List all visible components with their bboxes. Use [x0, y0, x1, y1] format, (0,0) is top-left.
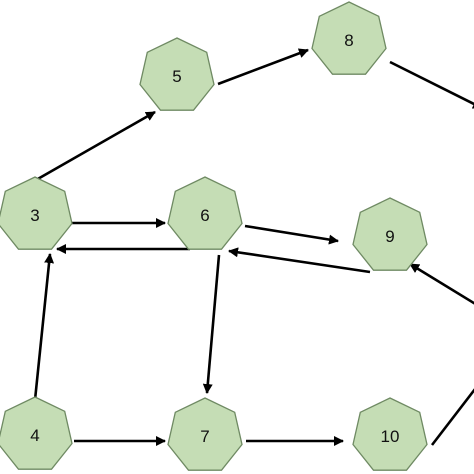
edge-offscreen-to-9	[409, 262, 474, 305]
node-6: 6	[167, 176, 243, 250]
node-7-heptagon	[167, 397, 243, 471]
node-10: 10	[352, 397, 428, 471]
edge-10-offscreen	[430, 388, 474, 446]
edge-4-to-3	[33, 253, 55, 401]
node-8: 8	[311, 1, 387, 75]
node-8-label: 8	[344, 31, 353, 50]
edge-3-to-5	[35, 110, 156, 182]
edge-8-offscreen	[389, 60, 474, 109]
edge-5-to-8	[217, 48, 309, 86]
node-3-label: 3	[30, 206, 39, 225]
node-4-label: 4	[30, 426, 39, 445]
node-3-heptagon	[0, 176, 73, 250]
node-4: 4	[0, 396, 73, 470]
node-5-label: 5	[172, 67, 181, 86]
node-10-label: 10	[381, 427, 400, 446]
edge-6-to-7	[202, 254, 221, 394]
nodes-layer: 3 4 5 6 7 8 9	[0, 1, 428, 471]
node-6-label: 6	[200, 206, 209, 225]
node-7-label: 7	[200, 427, 209, 446]
node-5-heptagon	[139, 37, 215, 111]
node-8-heptagon	[311, 1, 387, 75]
node-3: 3	[0, 176, 73, 250]
node-5: 5	[139, 37, 215, 111]
edge-6-to-9	[244, 224, 339, 245]
node-9: 9	[352, 197, 428, 271]
node-4-heptagon	[0, 396, 73, 470]
node-9-label: 9	[385, 227, 394, 246]
node-9-heptagon	[352, 197, 428, 271]
node-7: 7	[167, 397, 243, 471]
node-10-heptagon	[352, 397, 428, 471]
edge-9-to-6	[228, 247, 371, 274]
node-6-heptagon	[167, 176, 243, 250]
